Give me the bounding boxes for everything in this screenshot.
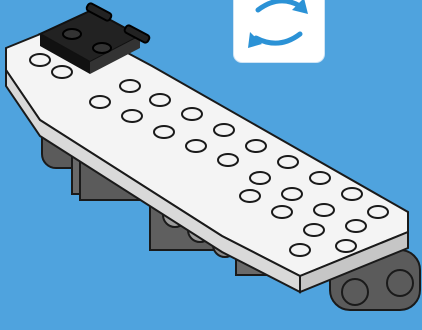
instruction-panel [0, 0, 422, 330]
lego-model [0, 0, 422, 330]
